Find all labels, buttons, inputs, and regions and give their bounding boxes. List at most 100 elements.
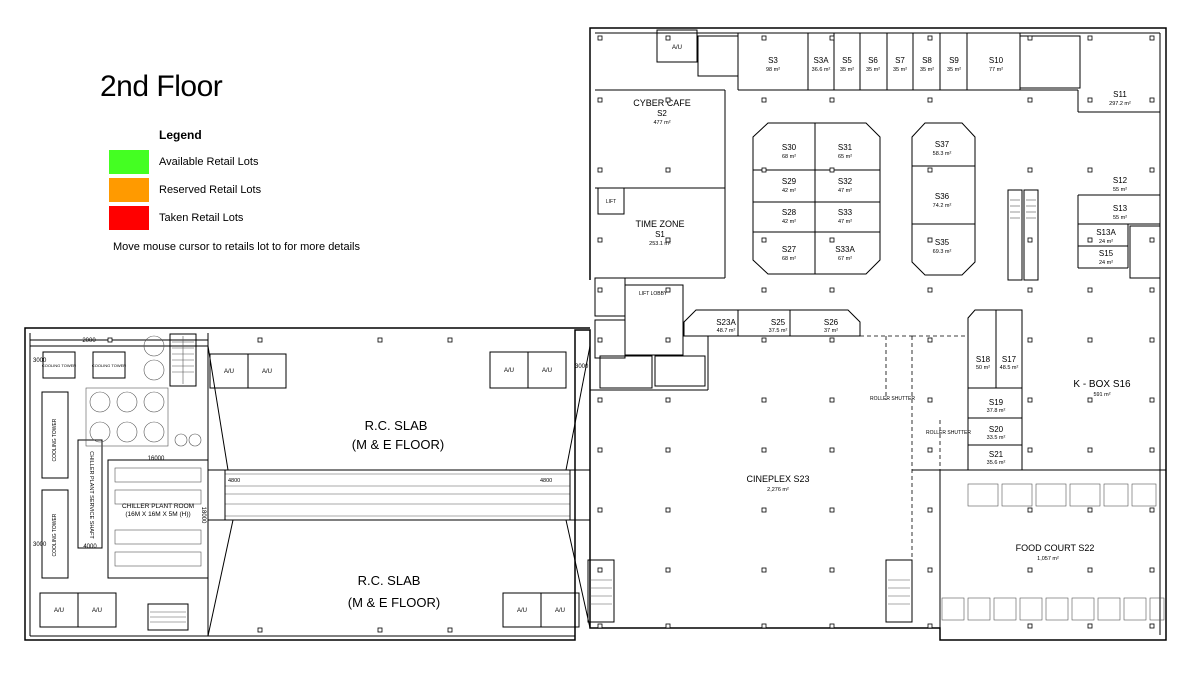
lot-name[interactable]: S32 [838, 177, 853, 186]
column-marker [1087, 567, 1093, 573]
lot-name[interactable]: S23A [716, 318, 736, 327]
lift-lobby-label: LIFT LOBBY [639, 291, 668, 297]
au-label: A/U [542, 368, 552, 374]
lot-name[interactable]: S15 [1099, 249, 1114, 258]
column-marker [761, 97, 767, 103]
lot-name[interactable]: S11 [1113, 90, 1127, 99]
cooling-tower-label: COOLING TOWER [52, 513, 58, 556]
chiller-room-dims: (16M X 16M X 5M (H)) [125, 511, 190, 518]
lot-name[interactable]: S10 [989, 56, 1004, 65]
rc-slab-label: R.C. SLAB [358, 573, 421, 588]
lot-name[interactable]: S21 [989, 450, 1004, 459]
column-marker [829, 447, 835, 453]
food-court-label[interactable]: FOOD COURT S22 [1016, 543, 1095, 553]
rc-slab-label: R.C. SLAB [365, 418, 428, 433]
dimension-label: 2000 [82, 338, 96, 344]
column-marker [1087, 623, 1093, 629]
chiller-shaft-label: CHILLER PLANT SERVICE SHAFT [88, 451, 94, 539]
lot-area: 55 m² [1113, 215, 1127, 221]
cooling-tower-label: COOLING TOWER [92, 363, 126, 368]
lot-area: 48.7 m² [717, 328, 736, 334]
lot-name[interactable]: S33A [835, 245, 855, 254]
lot-name[interactable]: S27 [782, 245, 797, 254]
lot-name[interactable]: S3A [813, 56, 829, 65]
lot-name[interactable]: S12 [1113, 176, 1128, 185]
legend-heading: Legend [159, 128, 202, 142]
column-marker [1149, 237, 1155, 243]
column-marker [1027, 397, 1033, 403]
lot-name[interactable]: S7 [895, 56, 905, 65]
lot-name[interactable]: S13A [1096, 228, 1116, 237]
column-marker [1027, 623, 1033, 629]
lot-area: 24 m² [1099, 260, 1113, 266]
lot-name[interactable]: S8 [922, 56, 932, 65]
column-marker [597, 397, 603, 403]
lot-area: 37.8 m² [987, 408, 1006, 414]
column-marker [597, 35, 603, 41]
lot-area: 65 m² [838, 154, 852, 160]
food-court-area: 1,057 m² [1037, 556, 1059, 562]
column-marker [761, 35, 767, 41]
me-floor-label: (M & E FLOOR) [348, 595, 440, 610]
lot-name[interactable]: S31 [838, 143, 853, 152]
side-lots: S18 50 m² S17 48.5 m² S19 37.8 m² S20 33… [976, 355, 1019, 466]
lot-name[interactable]: S26 [824, 318, 839, 327]
lot-name[interactable]: S36 [935, 192, 950, 201]
column-marker [665, 35, 671, 41]
dimension-label: 3000 [575, 364, 589, 370]
kbox-label[interactable]: K - BOX S16 [1073, 379, 1131, 390]
lot-name[interactable]: S6 [868, 56, 878, 65]
lot-name[interactable]: S9 [949, 56, 959, 65]
lot-area: 47 m² [838, 219, 852, 225]
lot-name[interactable]: S17 [1002, 355, 1017, 364]
column-marker [829, 567, 835, 573]
lot-area: 74.2 m² [933, 203, 952, 209]
column-marker [1027, 237, 1033, 243]
column-marker [761, 397, 767, 403]
structural-columns [107, 35, 1155, 633]
au-label: A/U [262, 369, 272, 375]
lot-name[interactable]: S5 [842, 56, 852, 65]
column-marker [447, 627, 453, 633]
lot-area: 50 m² [976, 365, 990, 371]
cooling-tower-label: COOLING TOWER [42, 363, 76, 368]
column-marker [1087, 167, 1093, 173]
lot-name[interactable]: S33 [838, 208, 853, 217]
column-marker [665, 567, 671, 573]
au-label: A/U [92, 608, 102, 614]
lot-name[interactable]: S25 [771, 318, 786, 327]
column-marker [1027, 567, 1033, 573]
column-marker [1149, 567, 1155, 573]
dimension-label: 4000 [83, 544, 97, 550]
lot-name[interactable]: S28 [782, 208, 797, 217]
column-marker [597, 237, 603, 243]
page-title: 2nd Floor [100, 70, 223, 103]
lot-area: 58.3 m² [933, 151, 952, 157]
column-marker [927, 567, 933, 573]
lot-area: 35.6 m² [987, 460, 1006, 466]
lot-area: 35 m² [920, 67, 934, 73]
column-marker [1027, 35, 1033, 41]
lot-name[interactable]: S19 [989, 398, 1004, 407]
column-marker [665, 97, 671, 103]
lot-name[interactable]: S30 [782, 143, 797, 152]
column-marker [927, 337, 933, 343]
column-marker [1027, 447, 1033, 453]
lot-name[interactable]: S13 [1113, 204, 1128, 213]
roller-shutter-label: ROLLER SHUTTER [926, 430, 971, 436]
time-zone-label[interactable]: TIME ZONE [636, 219, 685, 229]
lot-name[interactable]: S35 [935, 238, 950, 247]
column-marker [1087, 447, 1093, 453]
cineplex-label[interactable]: CINEPLEX S23 [746, 474, 809, 484]
lot-name[interactable]: S3 [768, 56, 778, 65]
cyber-cafe-label[interactable]: CYBER CAFE [633, 98, 691, 108]
lot-name[interactable]: S20 [989, 425, 1004, 434]
column-marker [377, 627, 383, 633]
lot-name[interactable]: S18 [976, 355, 991, 364]
cineplex-area: 2,276 m² [767, 487, 789, 493]
time-zone-area: 253.1 m² [649, 241, 671, 247]
lot-name[interactable]: S29 [782, 177, 797, 186]
legend-label-taken: Taken Retail Lots [159, 212, 244, 224]
column-marker [257, 337, 263, 343]
lot-name[interactable]: S37 [935, 140, 950, 149]
